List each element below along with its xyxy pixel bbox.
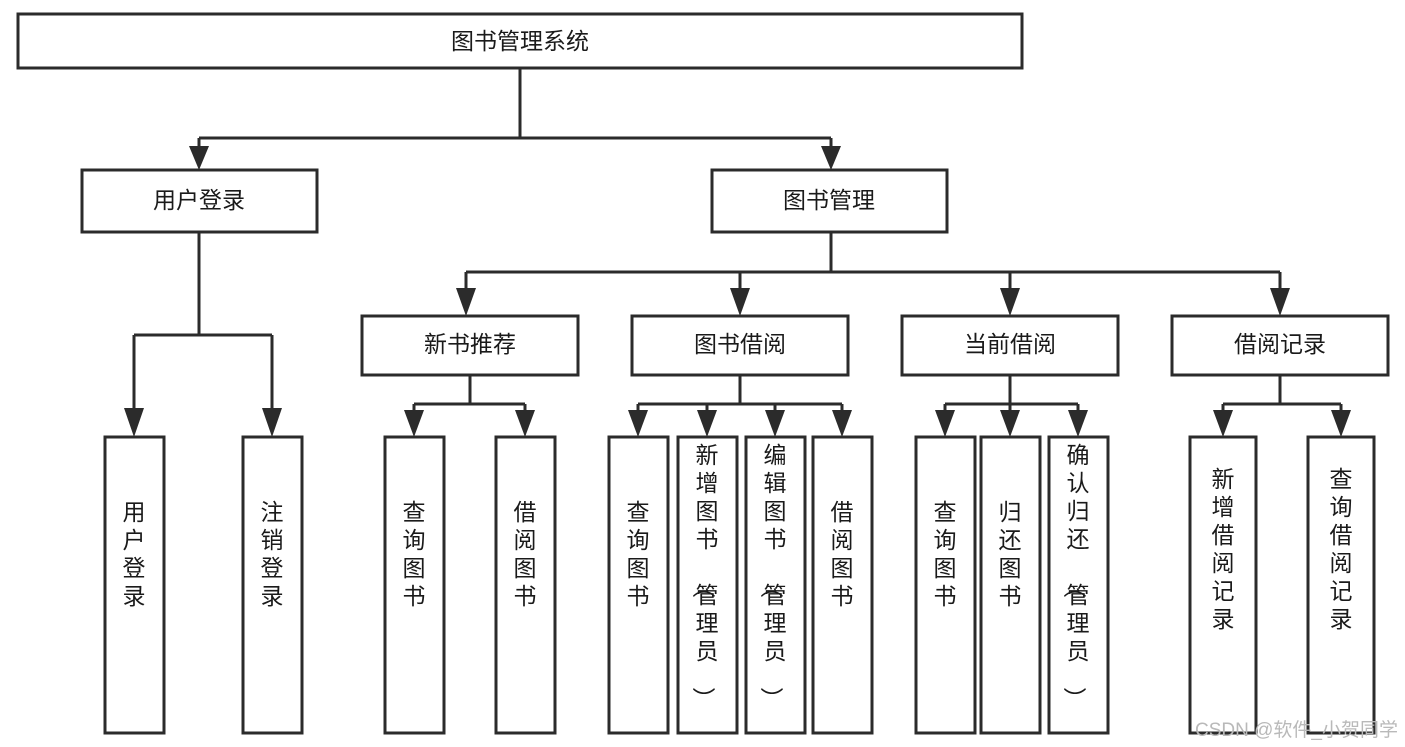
- arrowhead-current-borrow: [1000, 288, 1020, 316]
- node-leaf-return-book[interactable]: 归还图书: [979, 435, 1042, 735]
- arrowhead-leaf-add-book: [697, 410, 717, 437]
- node-leaf-query-book-3-label: 查询图书: [934, 499, 957, 609]
- node-borrow-record[interactable]: 借阅记录: [1170, 314, 1390, 377]
- node-leaf-query-book-1[interactable]: 查询图书: [383, 435, 446, 735]
- arrowhead-borrow-record: [1270, 288, 1290, 316]
- node-leaf-borrow-book-2-label: 借阅图书: [831, 499, 854, 609]
- arrowhead-leaf-return-book: [1000, 410, 1020, 437]
- arrowhead-leaf-logout-login: [262, 408, 282, 437]
- node-leaf-add-record[interactable]: 新增借阅记录: [1188, 435, 1258, 735]
- node-leaf-query-record-label: 查询借阅记录: [1330, 466, 1353, 632]
- arrowhead-leaf-add-record: [1213, 410, 1233, 437]
- node-user-login-label: 用户登录: [153, 187, 245, 213]
- node-leaf-borrow-book-2-box[interactable]: [811, 435, 874, 735]
- node-leaf-query-record[interactable]: 查询借阅记录: [1306, 435, 1376, 735]
- arrowhead-leaf-user-login: [124, 408, 144, 437]
- node-book-borrow-box[interactable]: [630, 314, 850, 377]
- node-leaf-query-book-1-label: 查询图书: [403, 499, 426, 609]
- node-leaf-confirm-return[interactable]: 确认归还（管理员）: [1047, 435, 1110, 735]
- node-user-login[interactable]: 用户登录: [80, 168, 319, 234]
- arrowhead-to-book-manage: [821, 146, 841, 170]
- node-user-login-box[interactable]: [80, 168, 319, 234]
- node-current-borrow-box[interactable]: [900, 314, 1120, 377]
- arrowhead-leaf-query-book-1: [404, 410, 424, 437]
- node-leaf-query-book-2-box[interactable]: [607, 435, 670, 735]
- connector-group-book-manage: [456, 232, 1290, 316]
- arrowhead-leaf-query-book-3: [935, 410, 955, 437]
- node-leaf-confirm-return-box[interactable]: [1047, 435, 1110, 735]
- arrowhead-to-user-login: [189, 146, 209, 170]
- node-current-borrow-label: 当前借阅: [964, 331, 1056, 357]
- arrowhead-leaf-query-book-2: [628, 410, 648, 437]
- node-leaf-query-book-3[interactable]: 查询图书: [914, 435, 977, 735]
- node-book-manage[interactable]: 图书管理: [710, 168, 949, 234]
- node-borrow-record-box[interactable]: [1170, 314, 1390, 377]
- node-leaf-return-book-label: 归还图书: [999, 499, 1022, 609]
- node-current-borrow[interactable]: 当前借阅: [900, 314, 1120, 377]
- node-new-book-rec[interactable]: 新书推荐: [360, 314, 580, 377]
- node-leaf-add-record-box[interactable]: [1188, 435, 1258, 735]
- node-book-borrow-label: 图书借阅: [694, 331, 786, 357]
- arrowhead-new-book-rec: [456, 288, 476, 316]
- connector-group-root: [189, 68, 841, 170]
- node-book-manage-label: 图书管理: [783, 187, 875, 213]
- node-leaf-query-record-box[interactable]: [1306, 435, 1376, 735]
- node-book-borrow[interactable]: 图书借阅: [630, 314, 850, 377]
- node-leaf-user-login-box[interactable]: [103, 435, 166, 735]
- arrowhead-leaf-confirm-return: [1068, 410, 1088, 437]
- node-new-book-rec-label: 新书推荐: [424, 331, 516, 357]
- node-leaf-logout-login-box[interactable]: [241, 435, 304, 735]
- connector-group-borrow-record: [1213, 375, 1351, 437]
- arrowhead-leaf-edit-book: [765, 410, 785, 437]
- node-leaf-query-book-2-label: 查询图书: [627, 499, 650, 609]
- node-leaf-query-book-1-box[interactable]: [383, 435, 446, 735]
- csdn-watermark: CSDN @软件_小贺同学: [1195, 719, 1398, 741]
- arrowhead-book-borrow: [730, 288, 750, 316]
- connector-group-current-borrow: [935, 375, 1088, 437]
- arrowhead-leaf-query-record: [1331, 410, 1351, 437]
- node-leaf-add-record-label: 新增借阅记录: [1212, 466, 1235, 632]
- node-borrow-record-label: 借阅记录: [1234, 331, 1326, 357]
- node-leaf-borrow-book-1-box[interactable]: [494, 435, 557, 735]
- node-leaf-borrow-book-1-label: 借阅图书: [514, 499, 537, 609]
- connector-group-book-borrow: [628, 375, 852, 437]
- node-leaf-query-book-2[interactable]: 查询图书: [607, 435, 670, 735]
- node-leaf-confirm-return-label: 确认归还（管理员）: [1062, 442, 1090, 710]
- node-root-label: 图书管理系统: [451, 28, 589, 54]
- connector-group-user-login: [124, 232, 282, 437]
- node-leaf-borrow-book-1[interactable]: 借阅图书: [494, 435, 557, 735]
- node-leaf-logout-login-label: 注销登录: [261, 499, 284, 609]
- node-leaf-return-book-box[interactable]: [979, 435, 1042, 735]
- node-leaf-logout-login[interactable]: 注销登录: [241, 435, 304, 735]
- node-leaf-add-book-box[interactable]: [676, 435, 739, 735]
- node-leaf-user-login[interactable]: 用户登录: [103, 435, 166, 735]
- node-leaf-user-login-label: 用户登录: [123, 499, 146, 609]
- node-leaf-borrow-book-2[interactable]: 借阅图书: [811, 435, 874, 735]
- node-root[interactable]: 图书管理系统: [16, 12, 1024, 70]
- node-leaf-edit-book-label: 编辑图书（管理员）: [759, 442, 787, 710]
- connector-group-new-book-rec: [404, 375, 535, 437]
- arrowhead-leaf-borrow-book-1: [515, 410, 535, 437]
- node-root-box[interactable]: [16, 12, 1024, 70]
- node-leaf-add-book[interactable]: 新增图书（管理员）: [676, 435, 739, 735]
- node-book-manage-box[interactable]: [710, 168, 949, 234]
- node-leaf-edit-book[interactable]: 编辑图书（管理员）: [744, 435, 807, 735]
- node-new-book-rec-box[interactable]: [360, 314, 580, 377]
- node-leaf-edit-book-box[interactable]: [744, 435, 807, 735]
- node-leaf-query-book-3-box[interactable]: [914, 435, 977, 735]
- node-leaf-add-book-label: 新增图书（管理员）: [691, 442, 719, 710]
- arrowhead-leaf-borrow-book-2: [832, 410, 852, 437]
